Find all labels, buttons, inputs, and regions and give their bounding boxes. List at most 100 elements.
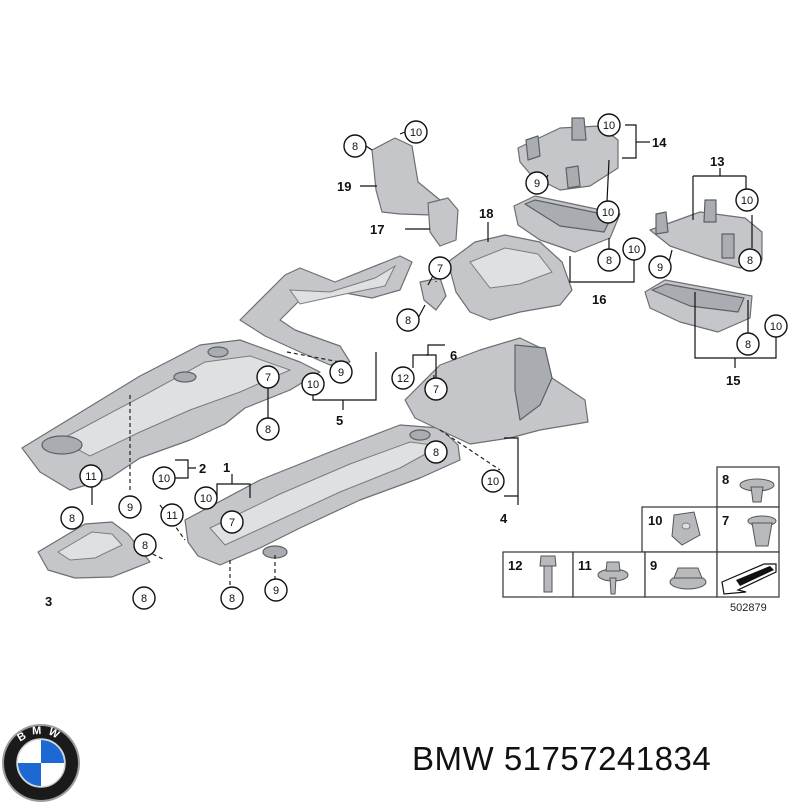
svg-text:9: 9 [273,585,279,597]
callout-10-part-2: 10 [152,466,176,490]
label-part-3: 3 [45,594,52,609]
svg-text:7: 7 [437,263,443,275]
fastener-7-expanding-nut [747,515,777,547]
svg-text:10: 10 [741,195,753,207]
label-part-1: 1 [223,460,230,475]
label-part-2: 2 [199,461,206,476]
callout-8-part-3-bottom: 8 [132,586,156,610]
legend-num-9: 9 [650,558,657,573]
fastener-10-clip-nut [671,511,701,546]
locator-line-part-4 [439,429,501,471]
callout-8-top-left: 8 [343,134,367,158]
part-1-shield-ridge [209,441,442,546]
callout-8-bottom-mid: 8 [220,586,244,610]
callout-12-mid: 12 [391,366,415,390]
part-3-cover-top [57,531,123,561]
part-17-bracket [427,197,459,247]
label-part-6: 6 [450,348,457,363]
fastener-8-rivet [739,478,775,503]
svg-text:8: 8 [745,339,751,351]
fastener-11-screw [597,561,629,595]
legend-num-11: 11 [578,558,592,573]
callout-10-part-14: 10 [597,113,621,137]
legend-arrow-fill [736,566,774,586]
part-15-tray-floor [651,283,745,313]
svg-text:10: 10 [770,321,782,333]
svg-text:7: 7 [229,517,235,529]
part-13-mount-c [721,233,735,259]
part-14-mount-a [525,135,541,161]
label-part-16: 16 [592,292,606,307]
svg-text:7: 7 [265,372,271,384]
fastener-9-nut [669,567,707,590]
part-2-recess-c [207,346,229,358]
callout-8-part-15: 8 [736,332,760,356]
callout-10-part-15: 10 [764,314,788,338]
svg-text:9: 9 [338,367,344,379]
callout-10-panel-5: 10 [301,372,325,396]
svg-text:10: 10 [487,476,499,488]
svg-text:8: 8 [141,593,147,605]
callout-10-part-4: 10 [481,469,505,493]
part-bracket-front [419,277,447,311]
callout-9-left: 9 [118,495,142,519]
svg-text:10: 10 [410,127,422,139]
legend-num-10: 10 [648,513,662,528]
callout-8-part-3-top: 8 [133,533,157,557]
svg-text:8: 8 [265,424,271,436]
part-labels: 19 17 18 14 13 16 15 5 6 2 1 3 4 [45,135,740,609]
label-part-18: 18 [479,206,493,221]
callout-7-part-6: 7 [424,377,448,401]
part-18-guard-top [469,247,553,289]
label-part-4: 4 [500,511,508,526]
svg-text:8: 8 [405,315,411,327]
label-part-19: 19 [337,179,351,194]
svg-text:9: 9 [127,502,133,514]
callouts: 8 10 8 7 10 9 7 8 10 11 9 8 10 7 11 8 8 … [60,113,788,610]
callout-7-mid: 7 [428,256,452,280]
callout-8-part-16: 8 [597,248,621,272]
svg-text:7: 7 [433,384,439,396]
svg-text:11: 11 [166,510,177,522]
callout-8-mid: 8 [396,308,420,332]
callout-7-left-shield: 7 [256,365,280,389]
bmw-logo: BMW [2,724,80,802]
svg-text:8: 8 [433,447,439,459]
svg-text:10: 10 [158,473,170,485]
part-14-mount-c [565,165,581,189]
callout-10-part-16-right: 10 [622,237,646,261]
legend-num-7: 7 [722,513,729,528]
svg-text:8: 8 [142,540,148,552]
locator-line-panel-5 [286,351,341,363]
label-part-15: 15 [726,373,740,388]
svg-text:8: 8 [352,141,358,153]
svg-text:10: 10 [307,379,319,391]
callout-10-part-13-top: 10 [735,188,759,212]
part-13-mount-a [655,211,669,235]
callout-8-left: 8 [60,506,84,530]
part-16-tray-floor [524,199,613,233]
fastener-12-bolt [539,555,557,593]
callout-8-part-13: 8 [738,248,762,272]
callout-7-part-1: 7 [220,510,244,534]
diagram-reference: 502879 [730,602,767,614]
part-14-mount-b [571,117,587,141]
callout-10-top-left: 10 [404,120,428,144]
label-part-5: 5 [336,413,343,428]
svg-text:8: 8 [606,255,612,267]
svg-text:8: 8 [229,593,235,605]
callout-9-part-14: 9 [525,171,549,195]
svg-text:8: 8 [747,255,753,267]
svg-text:11: 11 [85,471,96,483]
svg-text:9: 9 [534,178,540,190]
legend-cell-12 [502,551,574,598]
callout-11-left: 11 [79,464,103,488]
label-part-13: 13 [710,154,724,169]
svg-text:10: 10 [603,120,615,132]
svg-text:10: 10 [602,207,614,219]
callout-8-part-4: 8 [424,440,448,464]
svg-text:9: 9 [657,262,663,274]
legend-num-8: 8 [722,472,729,487]
svg-text:10: 10 [200,493,212,505]
